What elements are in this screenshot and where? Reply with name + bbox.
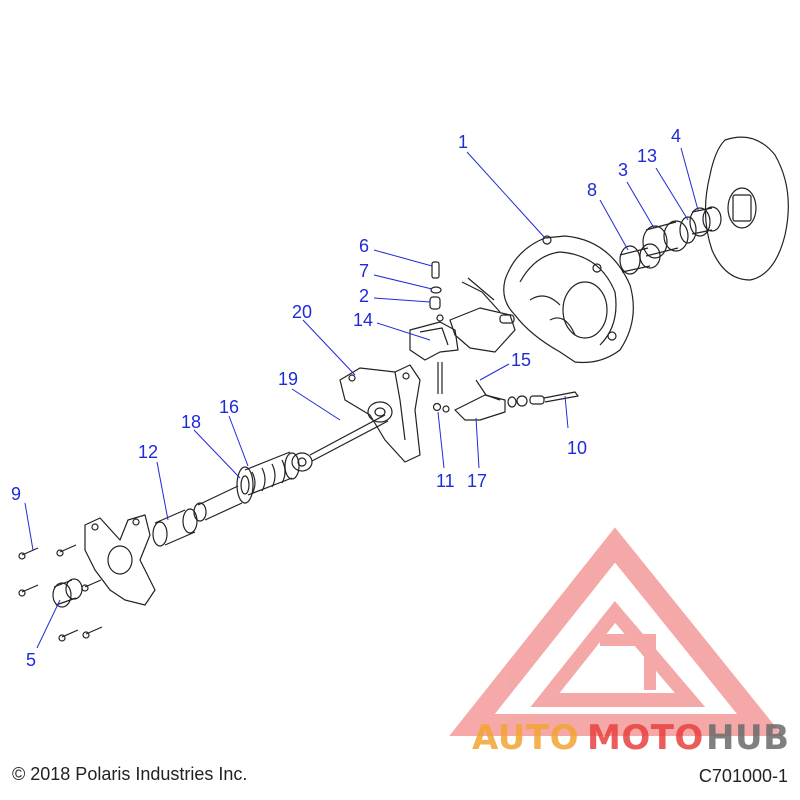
callout-5: 5 [26, 650, 37, 670]
callout-7: 7 [359, 261, 370, 281]
watermark-logo-icon [449, 527, 783, 736]
part-11-ring [432, 362, 450, 413]
callout-14: 14 [353, 310, 374, 330]
callout-11: 11 [436, 471, 455, 491]
part-14-weight-arm [409, 314, 459, 361]
callout-3: 3 [618, 160, 629, 180]
part-3-bushing [642, 220, 689, 259]
watermark-text-hub: HUB [706, 718, 790, 758]
callout-18: 18 [181, 412, 202, 432]
callout-13: 13 [637, 146, 658, 166]
watermark-text-moto: MOTO [587, 718, 704, 758]
callout-2: 2 [359, 286, 370, 306]
part-17-weight [454, 379, 506, 421]
part-1-sheave-housing [503, 235, 634, 364]
callout-15: 15 [511, 350, 532, 370]
watermark-text-auto: AUTO [472, 718, 579, 758]
callout-20: 20 [292, 302, 313, 322]
part-12-sleeve [152, 485, 243, 547]
part-16-spring [244, 451, 300, 496]
part-15-roller-bracket [449, 277, 516, 353]
hub-plate [84, 514, 156, 606]
callout-19: 19 [278, 369, 299, 389]
part-10-pin [507, 391, 579, 408]
part-13-ring [679, 216, 697, 244]
callout-6: 6 [359, 236, 370, 256]
part-9-bolts [18, 544, 103, 642]
fixed-sheave-disc [704, 136, 789, 281]
part-6-pin [431, 261, 440, 279]
callout-17: 17 [467, 471, 488, 491]
callout-8: 8 [587, 180, 598, 200]
part-19-shaft [291, 414, 389, 472]
part-8-ring [619, 243, 661, 275]
part-20-spider [339, 364, 421, 463]
figure-code: C701000-1 [698, 766, 788, 786]
callout-4: 4 [671, 126, 682, 146]
copyright-text: © 2018 Polaris Industries Inc. [12, 764, 248, 784]
part-2-bushing [429, 296, 441, 310]
callout-9: 9 [11, 484, 22, 504]
part-5-bushing [52, 578, 83, 608]
callout-10: 10 [567, 438, 588, 458]
leader-lines [24, 147, 699, 649]
callout-12: 12 [138, 442, 159, 462]
callout-1: 1 [458, 132, 469, 152]
callout-16: 16 [219, 397, 240, 417]
part-4-ring [689, 206, 722, 237]
part-7-washer [430, 286, 442, 294]
part-18-washer [236, 466, 254, 504]
